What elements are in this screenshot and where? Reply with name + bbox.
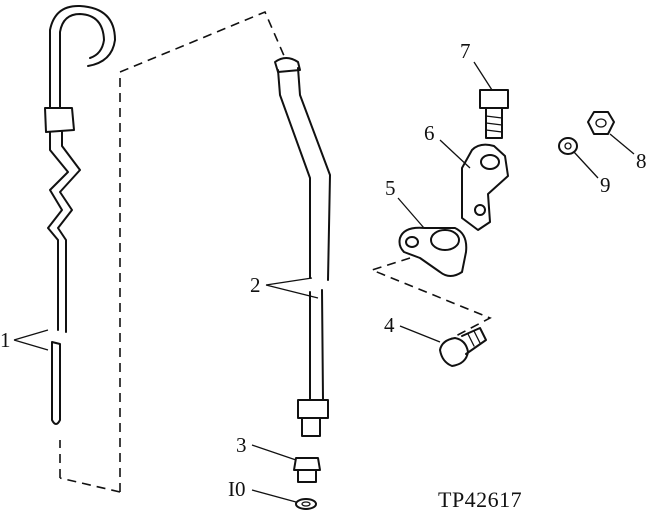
figure-reference: TP42617: [438, 487, 522, 512]
cap-screw-part-7: [479, 89, 509, 139]
bracket-part-6: [461, 143, 509, 231]
nut-part-8: [587, 111, 615, 135]
leader-5: [397, 197, 425, 229]
leader-3: [251, 444, 297, 461]
leader-7: [473, 61, 493, 91]
fitting-part: [293, 457, 321, 483]
callout-2: 2: [250, 273, 261, 297]
clamp-dashed-outline: [369, 257, 492, 339]
leader-9: [573, 151, 599, 179]
clamp-part-5: [398, 226, 468, 277]
dipstick-tube-part: [274, 57, 331, 437]
leader-8: [609, 133, 635, 155]
washer-part-10: [295, 498, 317, 510]
callout-4: 4: [384, 313, 395, 337]
callout-7: 7: [460, 39, 471, 63]
bolt-part-4: [439, 327, 487, 367]
dipstick-part: [44, 4, 116, 425]
callout-1: 1: [0, 328, 11, 352]
leader-4: [399, 325, 441, 343]
callout-9: 9: [600, 173, 611, 197]
leader-2: [265, 277, 319, 299]
callout-5: 5: [385, 176, 396, 200]
washer-hole-10: [301, 501, 311, 507]
callout-6: 6: [424, 121, 435, 145]
leader-6: [439, 139, 471, 169]
assembly-dashed-outline: [59, 10, 286, 493]
leader-1: [13, 329, 49, 351]
leader-10: [251, 489, 297, 503]
lock-washer-part-9: [558, 137, 578, 155]
callout-10: I0: [228, 477, 246, 501]
callout-8: 8: [636, 149, 647, 173]
callout-3: 3: [236, 433, 247, 457]
